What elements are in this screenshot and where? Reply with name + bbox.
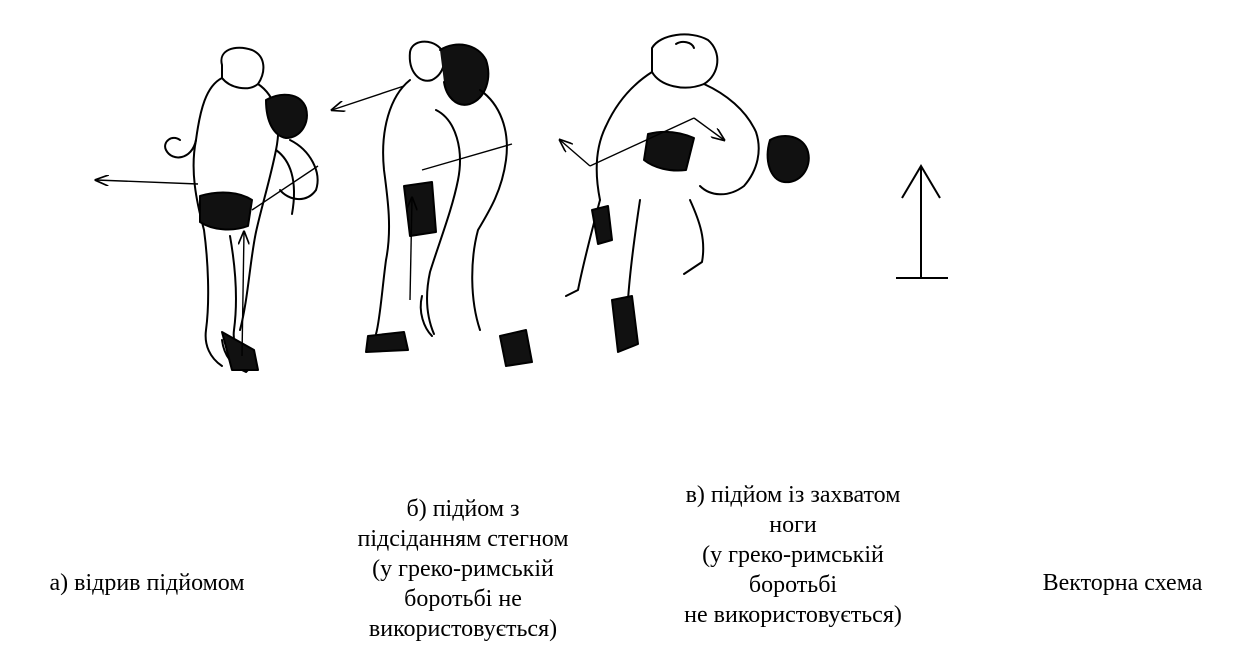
caption-b: б) підйом з підсіданням стегном (у греко… [318, 494, 608, 644]
caption-b-line: боротьбі не [318, 584, 608, 614]
caption-a-line: а) відрив підйомом [12, 568, 282, 598]
caption-c-line: боротьбі [628, 570, 958, 600]
caption-b-line: (у греко-римській [318, 554, 608, 584]
caption-a: а) відрив підйомом [12, 568, 282, 598]
vector-scheme-arrow [896, 166, 948, 278]
figure-c-force-arrows [560, 118, 724, 166]
caption-c-line: в) підйом із захватом [628, 480, 958, 510]
caption-c: в) підйом із захватом ноги (у греко-римс… [628, 480, 958, 630]
illustration-canvas [0, 0, 1237, 420]
caption-c-line: (у греко-римській [628, 540, 958, 570]
figure-a-wrestlers [165, 48, 317, 372]
caption-c-line: ноги [628, 510, 958, 540]
caption-d-line: Векторна схема [1010, 568, 1235, 598]
caption-b-line: підсіданням стегном [318, 524, 608, 554]
caption-b-line: б) підйом з [318, 494, 608, 524]
caption-c-line: не використовується) [628, 600, 958, 630]
caption-vector-scheme: Векторна схема [1010, 568, 1235, 598]
caption-b-line: використовується) [318, 614, 608, 644]
figure-c-wrestlers [566, 34, 809, 352]
